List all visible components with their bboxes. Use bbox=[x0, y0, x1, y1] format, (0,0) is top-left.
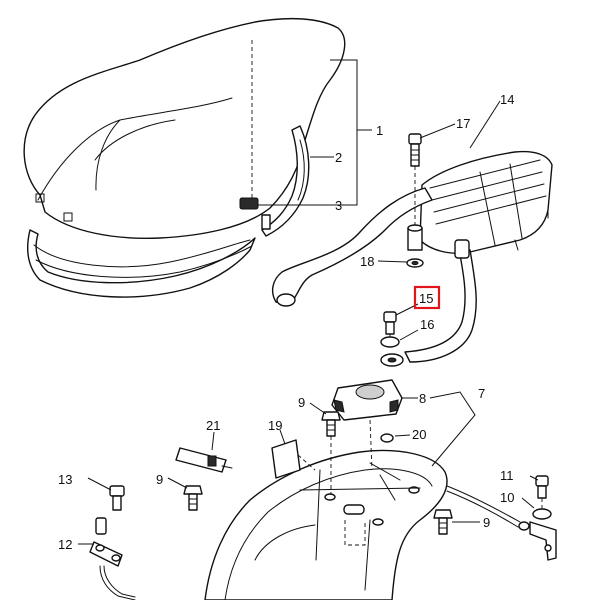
storage-bucket bbox=[204, 449, 448, 600]
callout-9-right: 9 bbox=[483, 515, 490, 530]
callout-18: 18 bbox=[360, 254, 374, 269]
callout-14: 14 bbox=[500, 92, 514, 107]
callout-8: 8 bbox=[419, 391, 426, 406]
bracket-10 bbox=[521, 475, 557, 561]
seat bbox=[23, 17, 346, 239]
seat-cable bbox=[446, 485, 530, 531]
callout-11: 11 bbox=[500, 468, 514, 483]
bolt-13 bbox=[87, 477, 125, 511]
callout-9-left: 9 bbox=[156, 472, 163, 487]
bucket-light bbox=[331, 379, 418, 471]
callout-2: 2 bbox=[335, 150, 342, 165]
callout-16: 16 bbox=[420, 317, 434, 332]
callout-9-top: 9 bbox=[298, 395, 305, 410]
callout-17: 17 bbox=[456, 116, 470, 131]
bracket-7 bbox=[429, 391, 476, 467]
callout-19: 19 bbox=[268, 418, 282, 433]
callout-3: 3 bbox=[335, 198, 342, 213]
screw-9-left bbox=[167, 477, 203, 511]
callout-12: 12 bbox=[58, 537, 72, 552]
callout-20: 20 bbox=[412, 427, 426, 442]
label-19 bbox=[271, 429, 316, 479]
seat-emblem bbox=[35, 193, 73, 222]
callout-7: 7 bbox=[478, 386, 485, 401]
highlight-box-15 bbox=[413, 285, 441, 310]
seat-damper bbox=[239, 197, 271, 230]
callout-10: 10 bbox=[500, 490, 514, 505]
screw-9-right bbox=[433, 509, 480, 535]
callout-21: 21 bbox=[206, 418, 220, 433]
callout-1: 1 bbox=[376, 123, 383, 138]
callout-15: 15 bbox=[419, 291, 433, 306]
cable-12 bbox=[78, 517, 136, 600]
screw-9-top bbox=[309, 402, 341, 495]
lock-21 bbox=[175, 431, 233, 473]
bolt-15-assembly bbox=[380, 100, 501, 367]
bracket-1-2-3 bbox=[258, 59, 372, 206]
callout-13: 13 bbox=[58, 472, 72, 487]
seat-base bbox=[27, 125, 310, 298]
seal-20 bbox=[380, 433, 411, 443]
rear-carrier bbox=[271, 150, 553, 363]
bolt-17-assembly bbox=[377, 123, 456, 268]
